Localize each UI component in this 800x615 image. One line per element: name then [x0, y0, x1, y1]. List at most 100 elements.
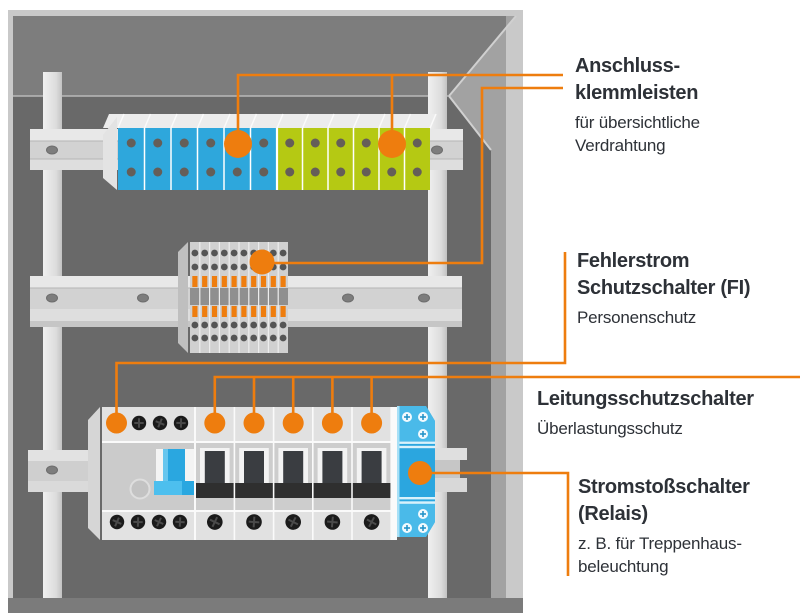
- label-subtitle-line: beleuchtung: [578, 557, 669, 576]
- callout-line-anschluss-top: [236, 73, 563, 144]
- label-title-line: (Relais): [578, 503, 648, 525]
- terminal-dot: [179, 138, 189, 148]
- terminal-dot: [201, 334, 209, 342]
- label-title-line: Schutzschalter (FI): [577, 277, 751, 299]
- terminal-dot: [230, 334, 238, 342]
- terminal-top-edge: [143, 113, 152, 129]
- terminal-strip-top-face: [103, 114, 436, 128]
- terminal-dot: [220, 249, 228, 257]
- clamp-lever: [270, 276, 276, 287]
- label-title: Fehlerstrom Schutzschalter (FI): [577, 248, 751, 302]
- terminal-dot: [310, 167, 320, 177]
- callout-marker: [204, 412, 226, 434]
- clamp-lever: [231, 306, 237, 317]
- terminal-dot: [201, 263, 209, 271]
- cabinet-right-wall: [449, 16, 516, 598]
- rail-screw-icon: [46, 465, 58, 475]
- callout-marker: [106, 412, 127, 434]
- terminal-dot: [279, 263, 287, 271]
- relay-screw-icon: [418, 509, 428, 519]
- breaker-dark-band: [274, 483, 312, 498]
- terminal-dot: [232, 167, 242, 177]
- terminal-dot: [240, 334, 248, 342]
- terminal-dot: [279, 249, 287, 257]
- screw-icon: [363, 514, 380, 530]
- terminal-dot: [336, 138, 346, 148]
- label-title-line: Fehlerstrom: [577, 250, 690, 272]
- terminal-dot: [191, 263, 199, 271]
- terminal-dot: [201, 249, 209, 257]
- callout-marker: [243, 412, 265, 434]
- terminal-dot: [310, 138, 320, 148]
- terminal-dot: [220, 321, 228, 329]
- label-subtitle: z. B. für Treppenhaus- beleuchtung: [578, 532, 750, 578]
- terminal-dot: [206, 138, 216, 148]
- terminal-dot: [285, 167, 295, 177]
- relay-screw-icon: [418, 523, 428, 533]
- clamp-lever: [211, 306, 218, 317]
- label-subtitle: Personenschutz: [577, 306, 750, 329]
- label-subtitle-line: z. B. für Treppenhaus-: [578, 534, 742, 553]
- breaker-end-cap: [88, 407, 100, 540]
- screw-icon: [173, 415, 189, 431]
- screw-icon: [151, 514, 167, 530]
- screw-icon: [172, 514, 188, 530]
- din-rail-bottom: [28, 448, 467, 492]
- terminal-top-edge: [276, 113, 284, 129]
- terminal-top-edge: [170, 113, 178, 129]
- breaker-dark-band: [352, 483, 391, 498]
- terminal-top-edge: [429, 113, 437, 129]
- terminal-dot: [361, 167, 371, 177]
- label-title: Leitungsschutzschalter: [537, 386, 754, 413]
- clamp-lever: [192, 306, 198, 317]
- terminal-top-edge: [196, 113, 205, 129]
- label-title: Anschluss- klemmleisten: [575, 53, 700, 107]
- terminal-dot: [211, 249, 218, 257]
- label-subtitle-line: für übersichtliche: [575, 113, 700, 132]
- screw-icon: [246, 514, 262, 530]
- terminal-dot: [387, 167, 397, 177]
- clamp-lever: [280, 276, 286, 287]
- rail-screw-icon: [342, 293, 354, 303]
- callout-line-fehlerstrom: [115, 252, 567, 423]
- screw-icon: [206, 514, 223, 530]
- breaker-assembly: [88, 406, 435, 540]
- breaker-toggle: [322, 451, 343, 483]
- terminal-dot: [250, 321, 258, 329]
- clamp-lever: [221, 306, 227, 317]
- terminal-dot: [259, 138, 269, 148]
- breaker-toggle: [244, 451, 264, 483]
- rail-screw-icon: [418, 293, 430, 303]
- terminal-dot: [269, 321, 277, 329]
- terminal-dot: [259, 167, 269, 177]
- screw-icon: [152, 415, 168, 431]
- terminal-strip-end-cap: [103, 117, 117, 190]
- terminal-dot: [211, 334, 218, 342]
- terminal-dot: [240, 249, 248, 257]
- terminal-top-edge: [249, 113, 258, 129]
- label-subtitle: Überlastungsschutz: [537, 417, 754, 440]
- screw-icon: [131, 415, 147, 431]
- terminal-dot: [230, 263, 238, 271]
- terminal-top-edge: [117, 113, 125, 129]
- screw-icon: [109, 514, 125, 530]
- callout-line-leitungsschutz: [213, 375, 800, 423]
- relay-screw-icon: [402, 412, 412, 422]
- relay-screws: [402, 412, 428, 533]
- terminal-dot: [153, 167, 163, 177]
- clamp-lever: [260, 306, 267, 317]
- terminal-dot: [220, 263, 228, 271]
- terminal-dot: [191, 334, 199, 342]
- terminal-strip-details: [117, 113, 437, 190]
- terminal-top-edge: [301, 113, 310, 129]
- terminal-dot: [412, 138, 422, 148]
- terminal-dot: [191, 321, 199, 329]
- relay-screw-icon: [418, 429, 428, 439]
- clamp-lever: [241, 306, 247, 317]
- clamp-lever: [260, 276, 267, 287]
- rail-screw-icon: [431, 145, 443, 155]
- circuit-breaker-modules: [196, 407, 391, 540]
- label-subtitle-line: Überlastungsschutz: [537, 419, 683, 438]
- terminal-dot: [250, 334, 258, 342]
- breaker-dark-band: [196, 483, 234, 498]
